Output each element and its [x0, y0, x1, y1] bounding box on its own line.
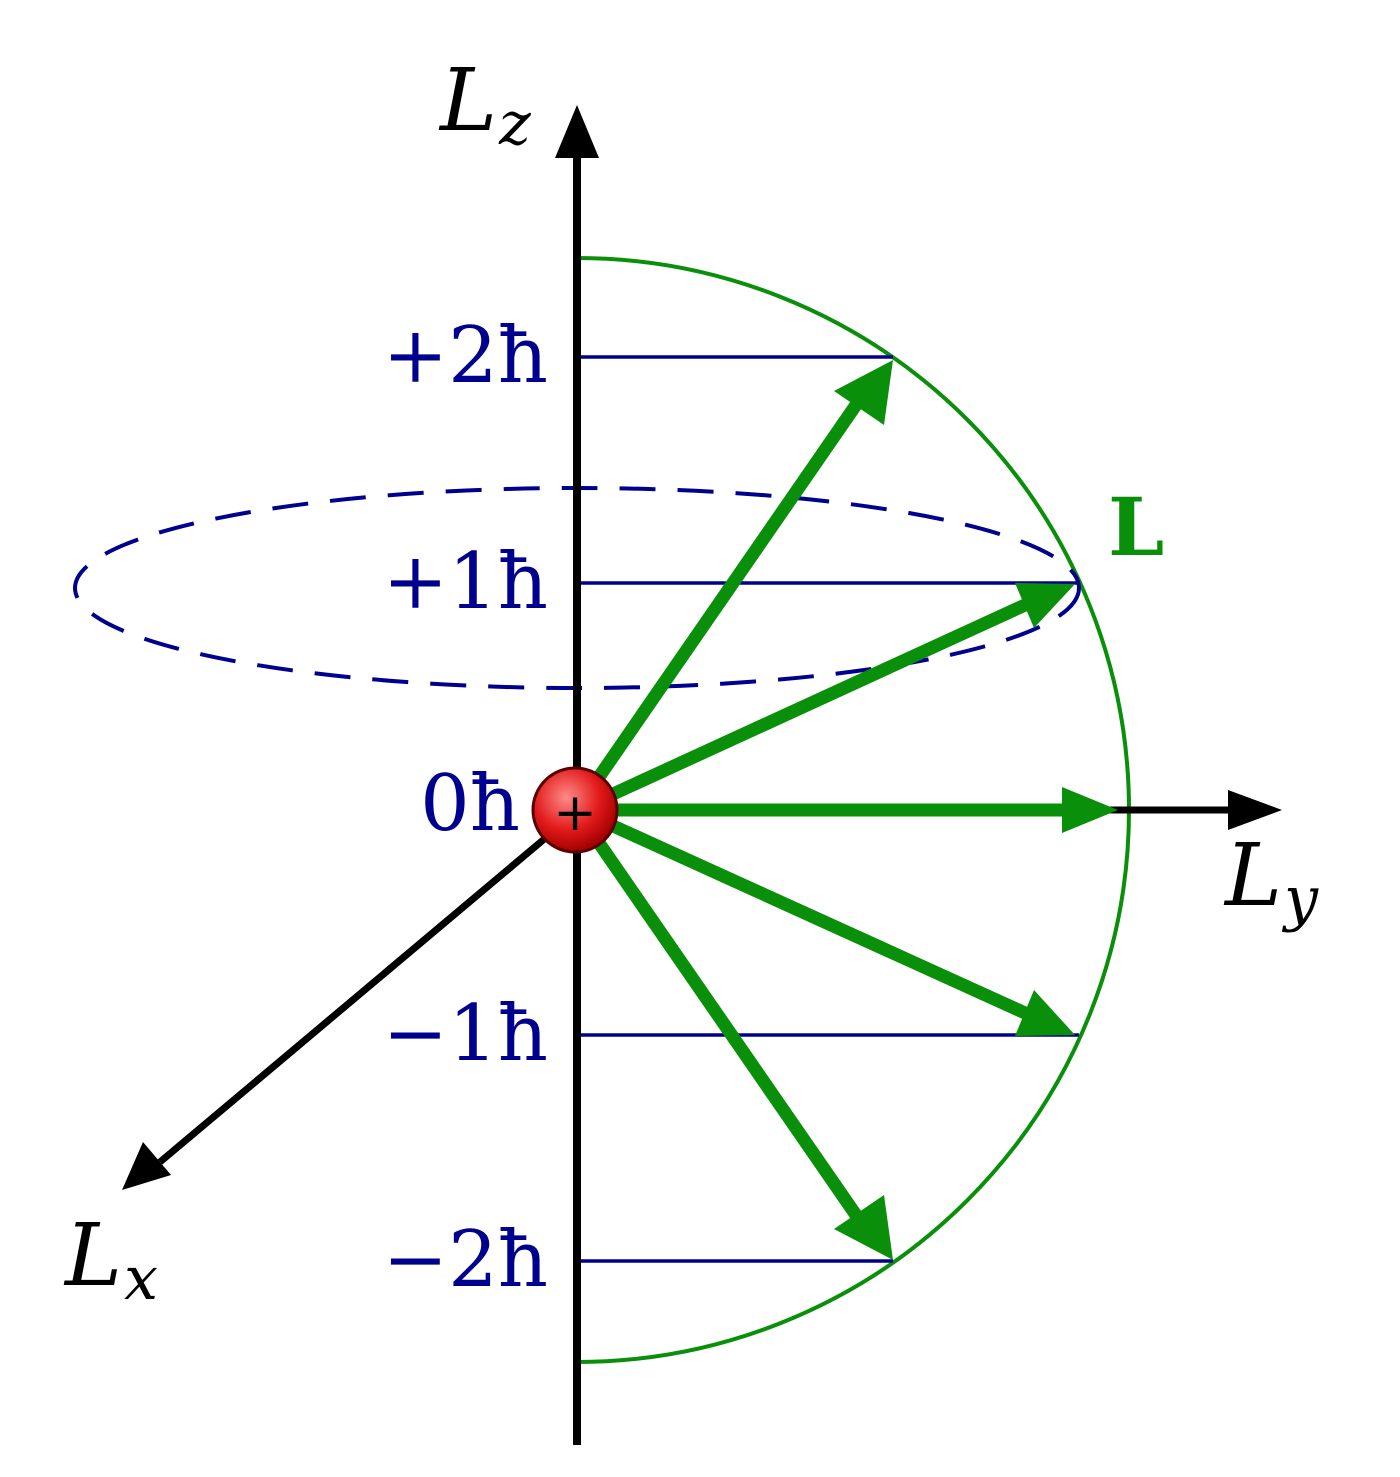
axis-ly-arrowhead: [1228, 790, 1282, 830]
vector-zero-arrowhead: [1062, 787, 1118, 833]
vector-plus1-arrowhead: [1015, 583, 1075, 628]
angular-momentum-vectors: [584, 360, 1118, 1260]
axis-lz-label: Lz: [438, 51, 531, 159]
vector-label: L: [1108, 480, 1164, 574]
vector-plus2-arrowhead: [834, 360, 893, 425]
nucleus: +: [531, 766, 619, 854]
axis-ly: [1100, 790, 1282, 830]
level-label-zero: 0ħ: [420, 759, 520, 849]
level-lines: [577, 355, 1079, 1263]
nucleus-symbol: +: [553, 783, 597, 843]
nucleus-circle: [531, 766, 619, 854]
level-label-minus2: −2ħ: [383, 1215, 548, 1305]
vector-minus1: [597, 814, 1028, 1019]
vector-minus2-arrowhead: [834, 1195, 893, 1260]
level-label-minus1: −1ħ: [383, 989, 548, 1079]
axis-lz-arrowhead: [555, 105, 599, 158]
axis-lx-arrowhead: [122, 1142, 171, 1190]
vector-minus1-arrowhead: [1015, 990, 1075, 1036]
vector-plus1: [597, 599, 1028, 806]
level-label-plus2: +2ħ: [383, 311, 548, 401]
vector-plus2: [584, 398, 864, 794]
vector-minus2: [584, 826, 864, 1222]
level-label-plus1: +1ħ: [383, 537, 548, 627]
axis-ly-label: Ly: [1223, 826, 1319, 934]
axis-lx: [122, 827, 558, 1190]
axis-lx-label: Lx: [63, 1206, 158, 1314]
